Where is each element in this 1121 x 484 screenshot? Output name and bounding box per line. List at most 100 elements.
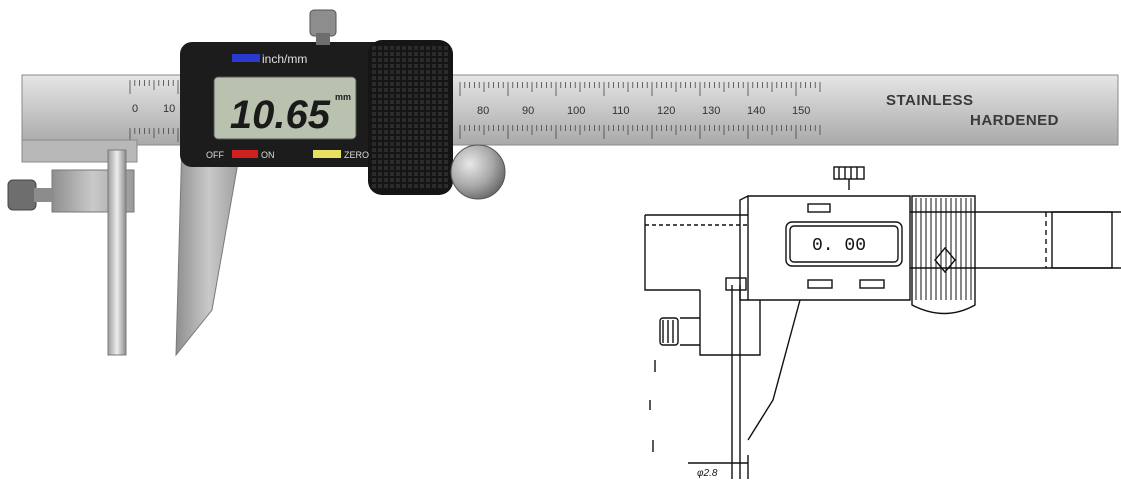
grip-texture xyxy=(378,70,382,74)
grip-texture xyxy=(414,118,418,122)
grip-texture xyxy=(390,124,394,128)
grip-texture xyxy=(408,52,412,56)
grip-texture xyxy=(390,184,394,188)
grip-texture xyxy=(438,142,442,146)
grip-texture xyxy=(396,130,400,134)
grip-texture xyxy=(426,130,430,134)
grip-texture xyxy=(402,46,406,50)
scale-number: 100 xyxy=(567,105,585,117)
grip-texture xyxy=(420,70,424,74)
grip-texture xyxy=(438,58,442,62)
grip-texture xyxy=(408,76,412,80)
grip-texture xyxy=(432,130,436,134)
grip-texture xyxy=(402,82,406,86)
grip-texture xyxy=(372,118,376,122)
grip-texture xyxy=(438,82,442,86)
digital-readout-head: 10.65 mm inch/mm OFF ON ZERO xyxy=(180,9,453,195)
grip-texture xyxy=(438,160,442,164)
grip-texture xyxy=(444,154,448,158)
grip-texture xyxy=(384,178,388,182)
grip-texture xyxy=(402,184,406,188)
grip-texture xyxy=(378,82,382,86)
grip-texture xyxy=(432,148,436,152)
grip-texture xyxy=(378,154,382,158)
grip-texture xyxy=(426,148,430,152)
grip-texture xyxy=(378,166,382,170)
grip-texture xyxy=(420,118,424,122)
grip-texture xyxy=(444,172,448,176)
grip-texture xyxy=(438,154,442,158)
grip-texture xyxy=(372,172,376,176)
grip-texture xyxy=(396,52,400,56)
grip-texture xyxy=(402,100,406,104)
grip-texture xyxy=(426,172,430,176)
grip-texture xyxy=(444,82,448,86)
grip-texture xyxy=(426,106,430,110)
grip-texture xyxy=(396,148,400,152)
grip-texture xyxy=(396,100,400,104)
grip-texture xyxy=(438,52,442,56)
grip-texture xyxy=(384,130,388,134)
grip-texture xyxy=(432,100,436,104)
grip-texture xyxy=(444,46,448,50)
grip-texture xyxy=(378,94,382,98)
sliding-jaw-blade xyxy=(175,139,243,357)
grip-texture xyxy=(378,124,382,128)
grip-texture xyxy=(420,100,424,104)
grip-texture xyxy=(408,70,412,74)
grip-texture xyxy=(408,136,412,140)
grip-texture xyxy=(432,160,436,164)
grip-texture xyxy=(420,166,424,170)
grip-texture xyxy=(390,148,394,152)
grip-texture xyxy=(372,100,376,104)
grip-texture xyxy=(420,154,424,158)
grip-texture xyxy=(432,172,436,176)
on-button[interactable] xyxy=(232,150,258,158)
grip-texture xyxy=(426,166,430,170)
grip-texture xyxy=(384,184,388,188)
grip-texture xyxy=(384,136,388,140)
grip-texture xyxy=(396,142,400,146)
grip-texture xyxy=(396,160,400,164)
grip-texture xyxy=(414,58,418,62)
grip-texture xyxy=(402,70,406,74)
grip-texture xyxy=(378,100,382,104)
scale-number: 10 xyxy=(163,103,175,115)
grip-texture xyxy=(444,130,448,134)
grip-texture xyxy=(426,124,430,128)
grip-texture xyxy=(396,58,400,62)
lcd-unit: mm xyxy=(335,92,351,102)
grip-texture xyxy=(372,88,376,92)
grip-texture xyxy=(420,148,424,152)
grip-texture xyxy=(414,178,418,182)
grip-texture xyxy=(384,142,388,146)
grip-texture xyxy=(420,178,424,182)
grip-texture xyxy=(402,172,406,176)
grip-texture xyxy=(402,154,406,158)
grip-texture xyxy=(402,106,406,110)
grip-texture xyxy=(396,166,400,170)
inch-mm-button[interactable] xyxy=(232,54,260,62)
grip-texture xyxy=(378,88,382,92)
grip-texture xyxy=(396,76,400,80)
grip-texture xyxy=(390,118,394,122)
grip-texture xyxy=(390,142,394,146)
grip-texture xyxy=(414,166,418,170)
grip-texture xyxy=(414,76,418,80)
grip-texture xyxy=(420,88,424,92)
grip-texture xyxy=(426,178,430,182)
grip-texture xyxy=(372,124,376,128)
scale-number: 150 xyxy=(792,105,810,117)
technical-drawing xyxy=(644,166,1121,479)
grip-texture xyxy=(414,94,418,98)
zero-button[interactable] xyxy=(313,150,341,158)
grip-texture xyxy=(426,154,430,158)
scale-number: 130 xyxy=(702,105,720,117)
grip-texture xyxy=(444,52,448,56)
grip-texture xyxy=(384,52,388,56)
grip-texture xyxy=(408,118,412,122)
grip-texture xyxy=(396,64,400,68)
grip-texture xyxy=(432,64,436,68)
grip-texture xyxy=(390,130,394,134)
